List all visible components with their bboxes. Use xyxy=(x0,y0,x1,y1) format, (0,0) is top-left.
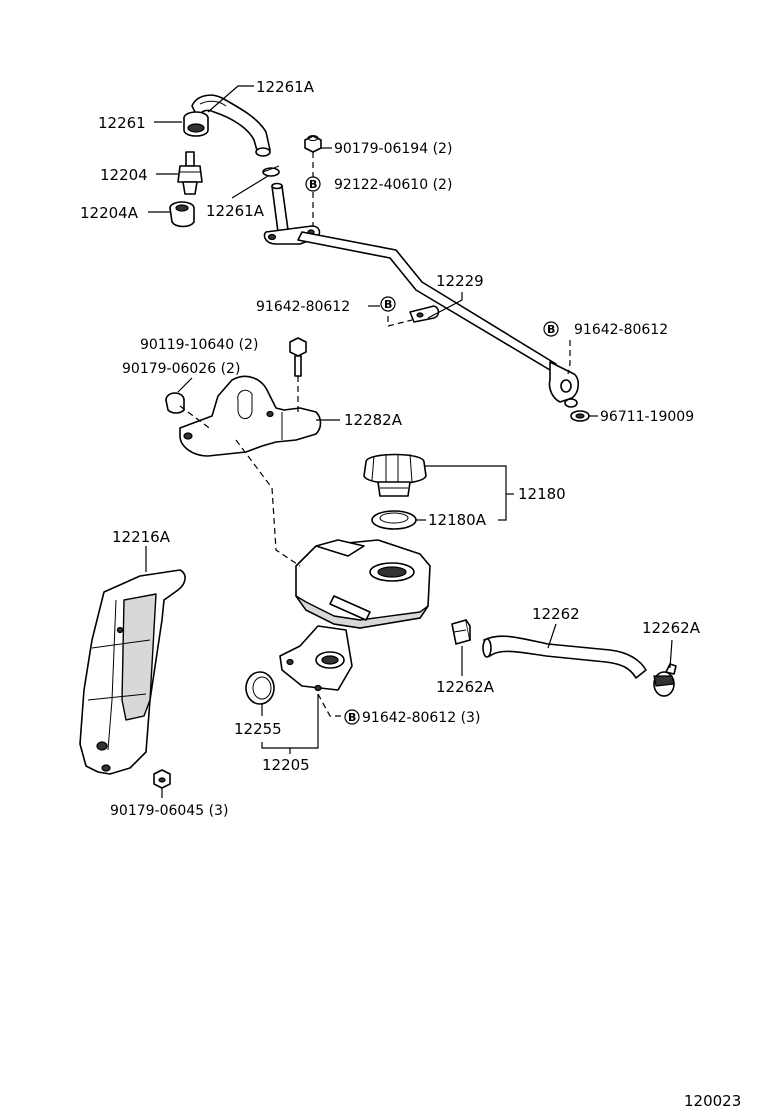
label-90119-10640: 90119-10640 (2) xyxy=(140,337,258,353)
label-12261A-top: 12261A xyxy=(256,78,315,96)
label-12205: 12205 xyxy=(262,756,310,774)
insulator-12216A xyxy=(79,569,186,775)
label-91642-80612-bottom: 91642-80612 (3) xyxy=(362,710,480,726)
label-91642-80612-right: 91642-80612 xyxy=(574,322,668,338)
bolt-marker-text: B xyxy=(348,711,356,724)
vent-hose-12261 xyxy=(191,94,271,157)
label-92122-40610: 92122-40610 (2) xyxy=(334,177,452,193)
label-12229: 12229 xyxy=(436,272,484,290)
bolt-marker-text: B xyxy=(309,178,317,191)
diagram-id: 120023 xyxy=(684,1092,741,1110)
label-12282A: 12282A xyxy=(344,411,403,429)
oil-filler-cap-12180 xyxy=(363,453,427,497)
bolt-90119-10640 xyxy=(289,337,307,377)
nut-90179-06045 xyxy=(153,769,171,789)
nut-90179-06026 xyxy=(165,392,185,414)
bolt-marker-b-3: B xyxy=(543,321,559,337)
pcv-valve-12204 xyxy=(177,151,203,195)
label-12204: 12204 xyxy=(100,166,148,184)
bolt-marker-b-2: B xyxy=(380,296,396,312)
breather-hose-12262 xyxy=(482,635,647,679)
label-12180: 12180 xyxy=(518,485,566,503)
label-12180A: 12180A xyxy=(428,511,487,529)
label-12261A-mid: 12261A xyxy=(206,202,265,220)
filler-bracket-12282A xyxy=(179,375,322,457)
label-12255: 12255 xyxy=(234,720,282,738)
leader-lines xyxy=(145,85,673,798)
ventilation-pipe-12229 xyxy=(263,182,580,403)
label-96711-19009: 96711-19009 xyxy=(600,409,694,425)
hose-clip-12262A-left xyxy=(451,619,471,645)
bolt-marker-b-1: B xyxy=(305,176,321,192)
part-labels: 12261A 12261 12204 12204A 12261A 90179-0… xyxy=(80,78,741,1110)
label-12204A: 12204A xyxy=(80,204,139,222)
label-90179-06194: 90179-06194 (2) xyxy=(334,141,452,157)
label-91642-80612-left: 91642-80612 xyxy=(256,299,350,315)
label-12262A-left: 12262A xyxy=(436,678,495,696)
bolt-marker-text: B xyxy=(547,323,555,336)
bolt-marker-text: B xyxy=(384,298,392,311)
bolt-marker-b-4: B xyxy=(344,709,360,725)
label-90179-06045: 90179-06045 (3) xyxy=(110,803,228,819)
label-12216A: 12216A xyxy=(112,528,171,546)
gasket-96711-19009 xyxy=(564,398,590,422)
gasket-12255 xyxy=(245,671,275,705)
label-90179-06026: 90179-06026 (2) xyxy=(122,361,240,377)
hose-clamp-12262A-right xyxy=(653,663,677,697)
label-12262: 12262 xyxy=(532,605,580,623)
bolt-90179-06194 xyxy=(304,135,322,153)
label-12262A-right: 12262A xyxy=(642,619,701,637)
grommet-12204A xyxy=(169,201,195,228)
hose-clip-12261A xyxy=(262,165,280,177)
cap-gasket-12180A xyxy=(371,510,417,530)
label-12261: 12261 xyxy=(98,114,146,132)
oil-filler-case-12205 xyxy=(279,539,431,692)
hose-connector-12261A xyxy=(183,111,209,137)
